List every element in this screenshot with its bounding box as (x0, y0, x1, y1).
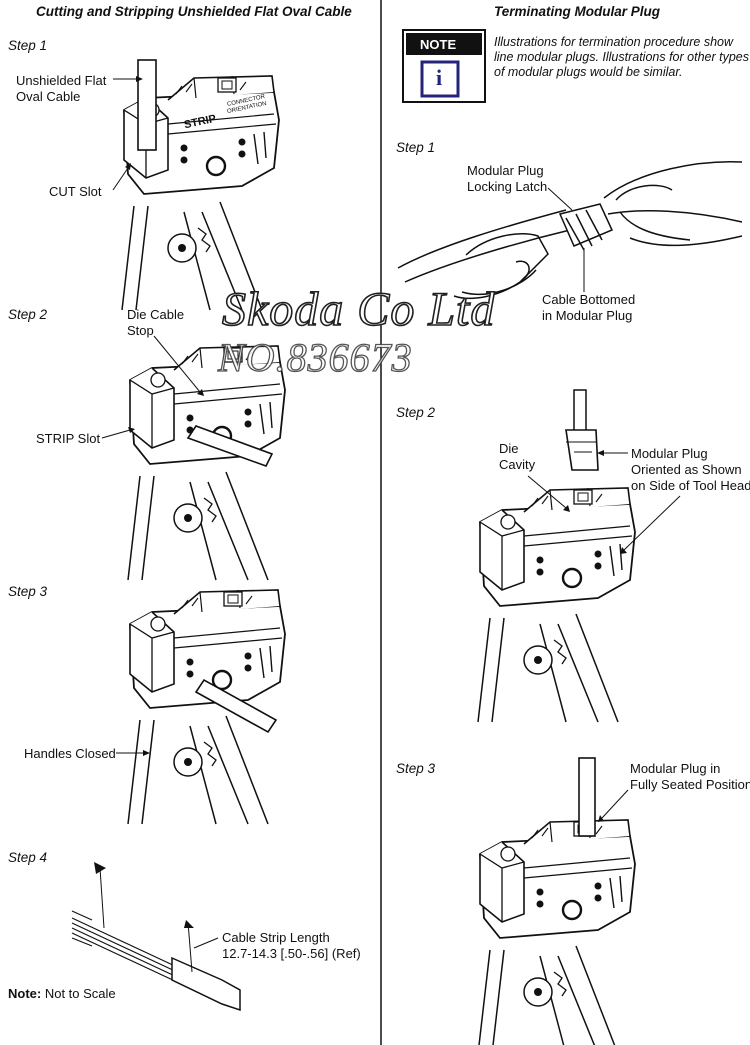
strip-length-line2: 12.7-14.3 [.50-.56] (Ref) (222, 946, 361, 961)
note-bold: Note: (8, 986, 42, 1001)
seated-label-line1: Modular Plug in (630, 761, 721, 776)
cut-slot-label: CUT Slot (49, 184, 102, 199)
plug-oriented-line1: Modular Plug (631, 446, 708, 461)
plug-oriented-line3: on Side of Tool Head (631, 478, 750, 493)
die-cable-stop-line2: Stop (127, 323, 154, 338)
note-rest: Not to Scale (41, 986, 116, 1001)
left-step4-label: Step 4 (8, 850, 48, 865)
info-icon: i (436, 65, 443, 90)
note-badge: NOTE (420, 37, 457, 52)
left-step3-tool (126, 588, 287, 826)
latch-label-line2: Locking Latch (467, 179, 548, 194)
handles-closed-label: Handles Closed (24, 746, 116, 761)
stripped-cable-drawing (71, 867, 241, 1012)
strip-length-line1: Cable Strip Length (222, 930, 330, 945)
die-cavity-line1: Die (499, 441, 519, 456)
seated-label-line2: Fully Seated Position (630, 777, 750, 792)
hands-with-plug-drawing (397, 161, 743, 300)
left-step3-label: Step 3 (8, 584, 48, 599)
left-header: Cutting and Stripping Unshielded Flat Ov… (36, 4, 352, 19)
strip-slot-label: STRIP Slot (36, 431, 101, 446)
right-step3-tool (476, 818, 637, 1045)
note-box (402, 29, 486, 103)
watermark-number: NO.836673 (217, 334, 413, 380)
right-step3-label: Step 3 (396, 761, 436, 776)
cable-label-line1: Unshielded Flat (16, 73, 107, 88)
cable-label-line2: Oval Cable (16, 89, 81, 104)
right-step2-tool (476, 486, 637, 724)
right-step1-label: Step 1 (396, 140, 436, 155)
latch-label-line1: Modular Plug (467, 163, 544, 178)
left-step1-label: Step 1 (8, 38, 48, 53)
right-header: Terminating Modular Plug (494, 4, 661, 19)
note-text: Illustrations for termination procedure … (494, 35, 749, 79)
watermark-company: Skoda Co Ltd (221, 282, 496, 337)
bottomed-label-line1: Cable Bottomed (542, 292, 636, 307)
left-step2-label: Step 2 (8, 307, 48, 322)
right-step2-label: Step 2 (396, 405, 436, 420)
die-cable-stop-line1: Die Cable (127, 307, 185, 322)
die-cavity-line2: Cavity (499, 457, 536, 472)
plug-oriented-line2: Oriented as Shown (631, 462, 742, 477)
bottomed-label-line2: in Modular Plug (542, 308, 633, 323)
not-to-scale-note: Note: Not to Scale (8, 986, 116, 1001)
